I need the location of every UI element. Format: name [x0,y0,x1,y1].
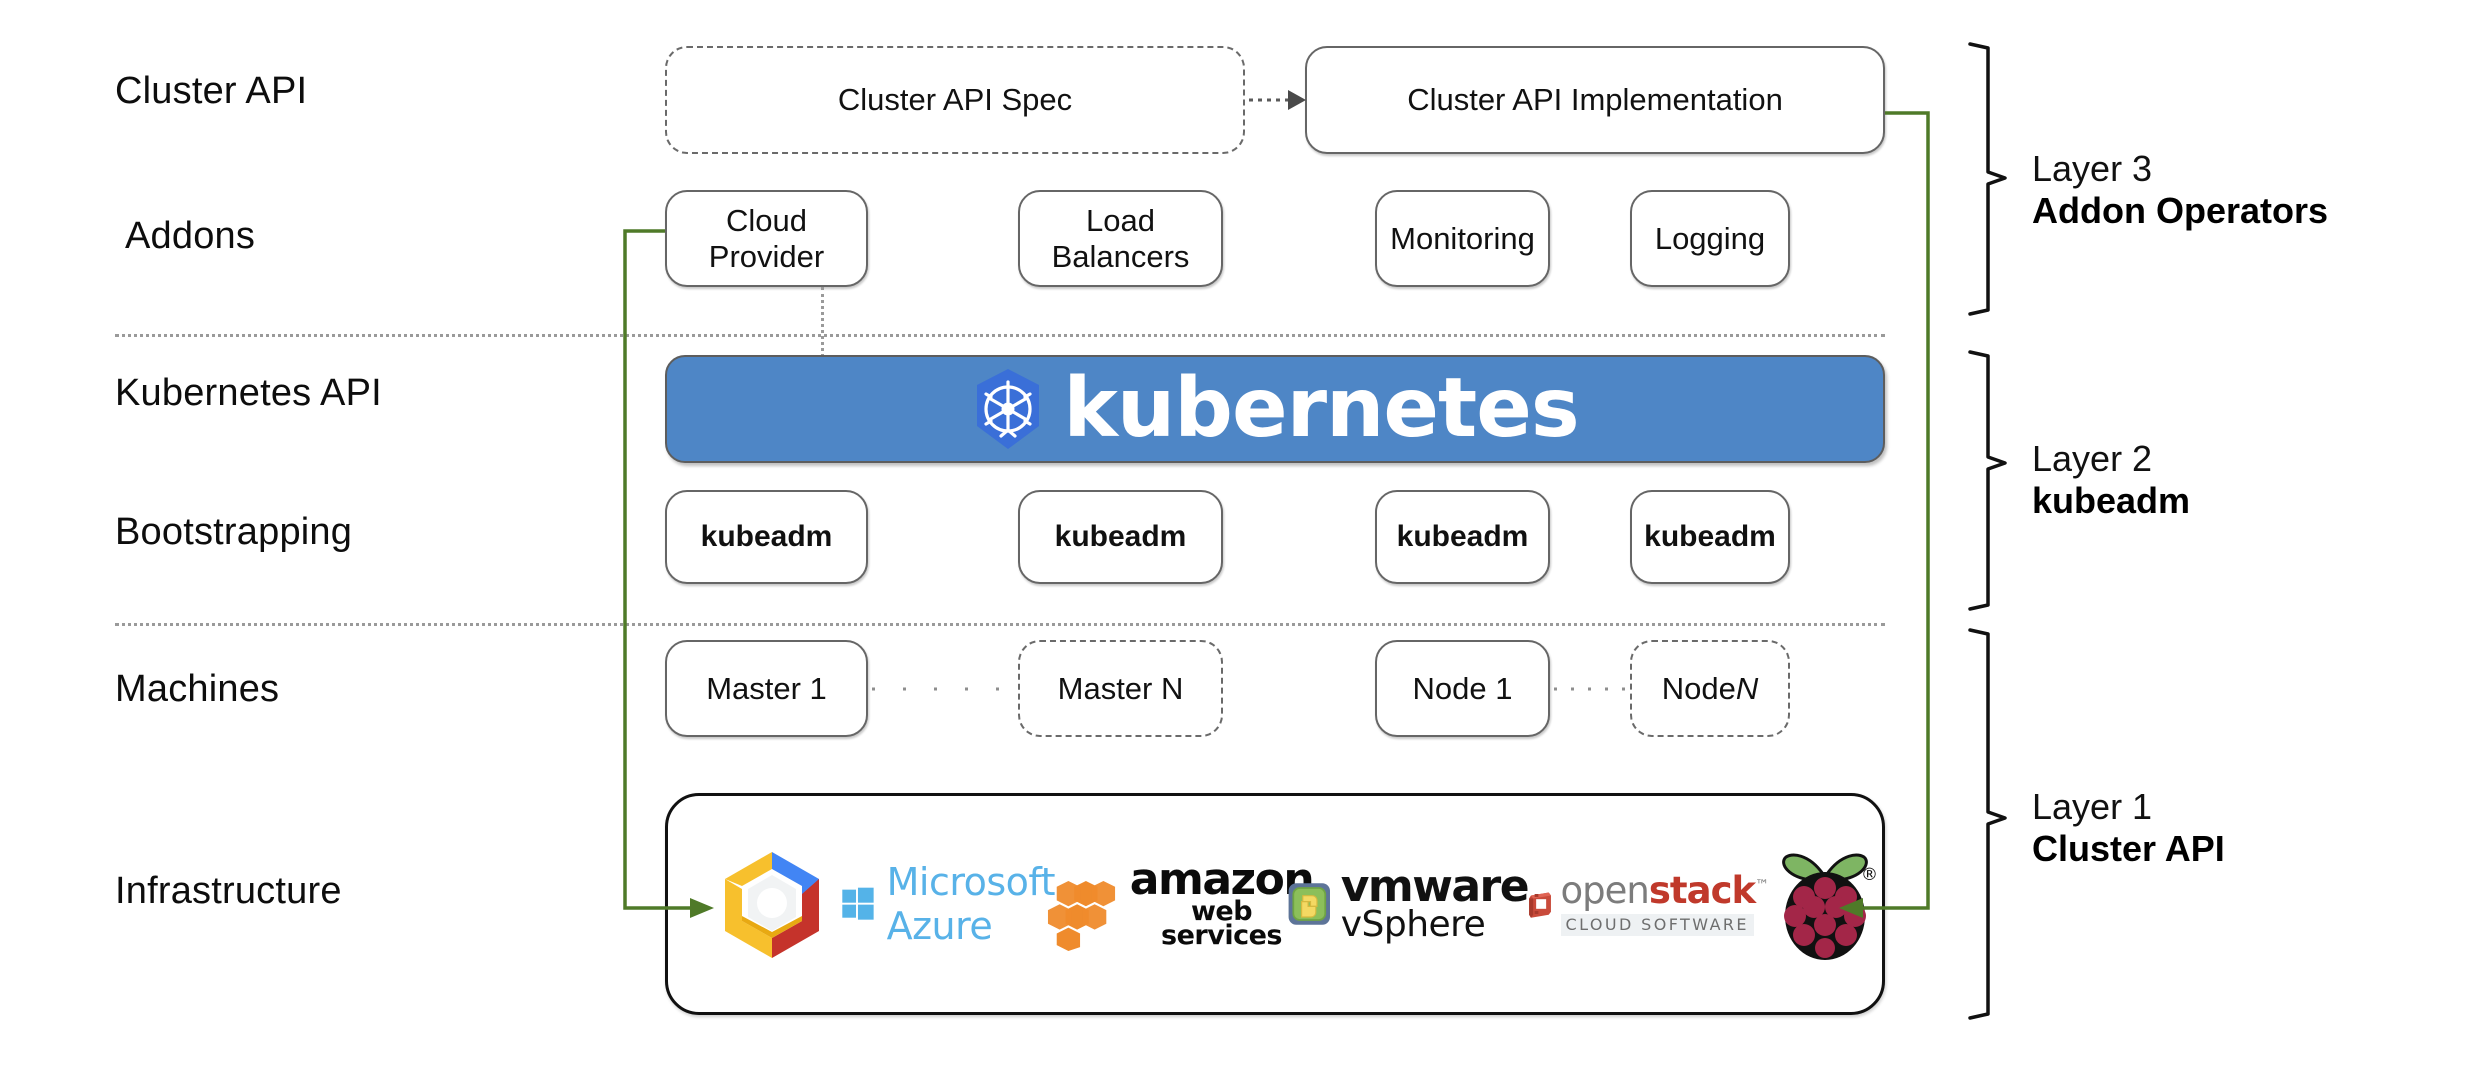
vmware-label-bottom: vSphere [1340,903,1486,945]
vmware-label-top: vmware [1340,861,1530,912]
aws-cubes-icon [1047,881,1115,952]
cloud-provider-to-kubernetes-connector [821,287,824,364]
google-cloud-icon [725,852,820,958]
layer-2-name: kubeadm [2032,480,2191,522]
addon-box-monitoring[interactable]: Monitoring [1375,190,1550,287]
provider-logo-raspberry-pi[interactable]: ® [1768,796,1882,1012]
machine-box-node-n[interactable]: Node N [1630,640,1790,737]
infrastructure-box[interactable]: Microsoft Azure amazon [665,793,1885,1015]
machine-box-node-n-index: N [1735,670,1759,706]
divider-layer2-layer1 [115,623,1885,626]
addon-box-logging[interactable]: Logging [1630,190,1790,287]
openstack-label-bottom: CLOUD SOFTWARE [1560,914,1754,936]
layer-label-3: Layer 3 Addon Operators [2032,148,2328,233]
kubernetes-logo-icon [977,369,1040,449]
svg-text:®: ® [1861,865,1877,885]
provider-logo-google-cloud-platform[interactable] [704,796,841,1012]
openstack-label-open: open [1560,869,1650,912]
provider-logo-openstack[interactable]: openstack™ CLOUD SOFTWARE [1528,796,1769,1012]
machine-box-master-n[interactable]: Master N [1018,640,1223,737]
row-label-cluster-api: Cluster API [115,70,308,112]
bootstrap-box-2[interactable]: kubeadm [1018,490,1223,584]
layer-label-1: Layer 1 Cluster API [2032,786,2225,871]
layer-3-number: Layer 3 [2032,148,2153,189]
microsoft-azure-label: Microsoft Azure [886,860,1056,948]
addon-box-cloud-provider[interactable]: Cloud Provider [665,190,868,287]
raspberry-pi-icon: ® [1782,853,1877,960]
machine-box-master-1[interactable]: Master 1 [665,640,868,737]
provider-logo-microsoft-azure[interactable]: Microsoft Azure [841,796,1073,1012]
vmware-vsphere-icon [1288,883,1331,925]
provider-logo-vmware-vsphere[interactable]: vmware vSphere [1288,796,1530,1012]
bootstrap-box-4[interactable]: kubeadm [1630,490,1790,584]
machine-box-node-n-prefix: Node [1661,670,1736,706]
row-label-bootstrapping: Bootstrapping [115,511,353,553]
layer-2-number: Layer 2 [2032,438,2153,479]
bootstrap-box-3[interactable]: kubeadm [1375,490,1550,584]
layer-1-name: Cluster API [2032,828,2225,870]
addon-box-load-balancers[interactable]: Load Balancers [1018,190,1223,287]
cluster-api-implementation-box[interactable]: Cluster API Implementation [1305,46,1885,154]
row-label-machines: Machines [115,668,280,710]
row-label-addons: Addons [125,215,256,257]
machine-box-node-1[interactable]: Node 1 [1375,640,1550,737]
openstack-icon [1529,892,1552,918]
row-label-infrastructure: Infrastructure [115,870,342,912]
aws-label-bottom: web services [1161,895,1282,951]
layer-label-2: Layer 2 kubeadm [2032,438,2190,523]
aws-label-top: amazon [1129,853,1315,905]
openstack-label-stack: stack [1648,869,1756,912]
provider-logo-amazon-web-services[interactable]: amazon web services [1047,796,1315,1012]
row-label-kubernetes-api: Kubernetes API [115,372,382,414]
kubernetes-api-banner[interactable]: kubernetes [665,355,1885,463]
layer-1-number: Layer 1 [2032,786,2153,827]
divider-layer3-layer2 [115,334,1885,337]
layer-3-name: Addon Operators [2032,190,2329,232]
bootstrap-box-1[interactable]: kubeadm [665,490,868,584]
microsoft-windows-icon [841,887,874,920]
cluster-api-spec-box[interactable]: Cluster API Spec [665,46,1245,154]
kubernetes-wordmark: kubernetes [1063,361,1579,456]
